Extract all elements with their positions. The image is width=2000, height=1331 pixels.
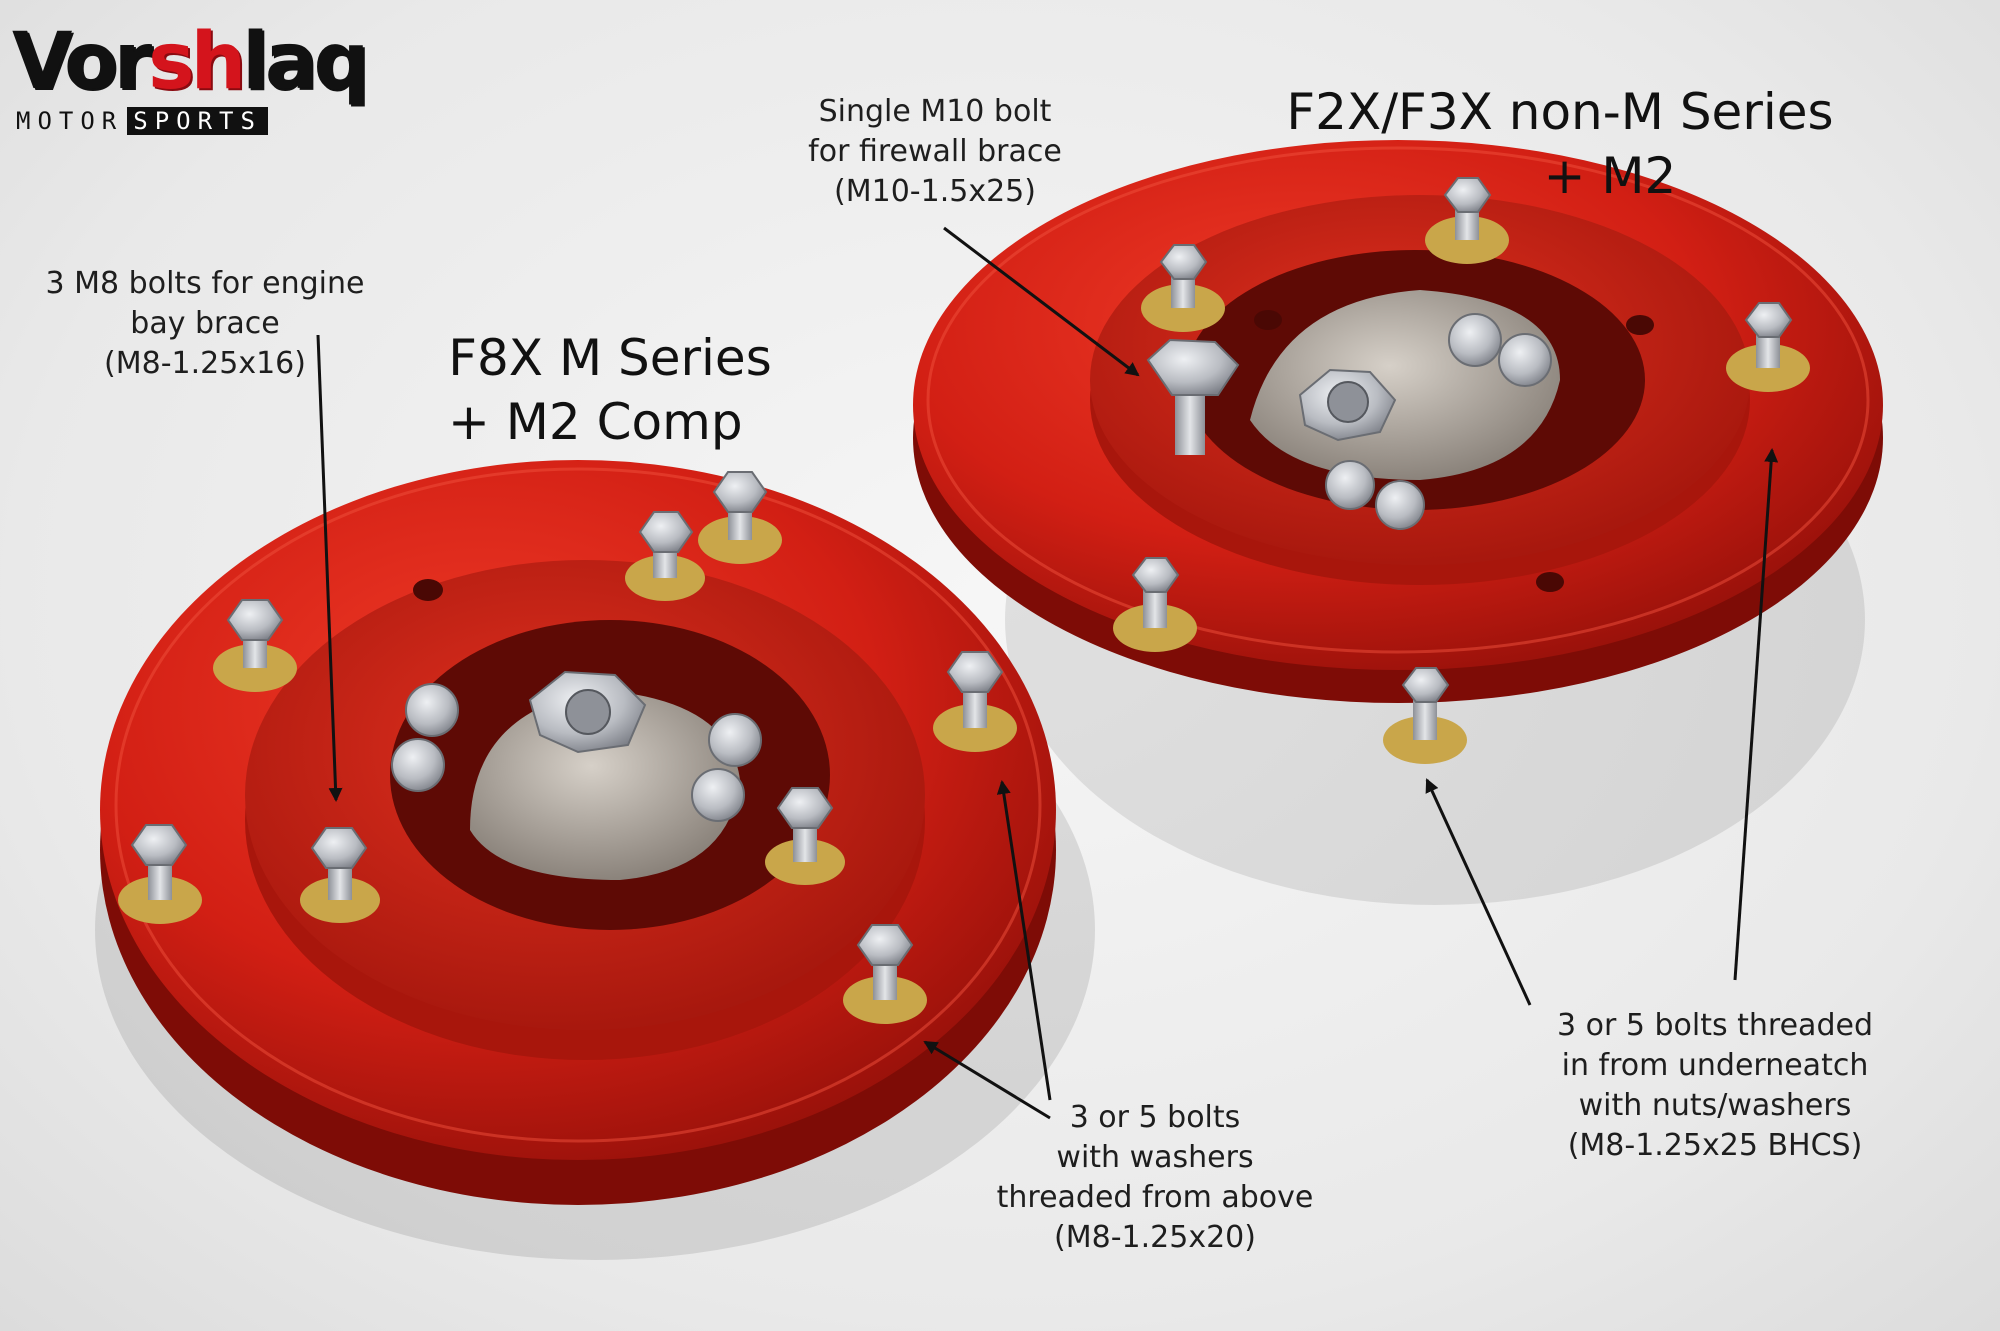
right-perimeter-bolts (1113, 177, 1810, 764)
label-bolts-from-below: 3 or 5 bolts threaded in from underneatc… (1557, 1008, 1873, 1163)
right-camber-plate (913, 140, 1883, 764)
left-camber-plate (100, 460, 1056, 1205)
label-engine-bay-brace: 3 M8 bolts for engine bay brace (M8-1.25… (45, 266, 365, 381)
arrow-engine-bay-brace (316, 334, 343, 802)
logo-wordmark: Vorshlaq (12, 17, 369, 107)
arrow-bolts-from-below-1 (1425, 778, 1532, 1006)
right-plate-title: F2X/F3X non-M Series + M2 (1286, 83, 1834, 205)
arrow-firewall-brace (943, 226, 1140, 377)
label-bolts-from-above: 3 or 5 bolts with washers threaded from … (996, 1100, 1314, 1255)
arrow-bolts-from-above-1 (996, 780, 1052, 1101)
left-perimeter-bolts (118, 471, 1017, 1024)
arrow-bolts-from-below-2 (1733, 448, 1779, 981)
left-plate-title: F8X M Series + M2 Comp (448, 329, 772, 451)
label-firewall-brace: Single M10 bolt for firewall brace (M10-… (808, 94, 1062, 209)
callout-arrows (316, 226, 1779, 1120)
arrow-bolts-from-above-2 (923, 1040, 1051, 1120)
